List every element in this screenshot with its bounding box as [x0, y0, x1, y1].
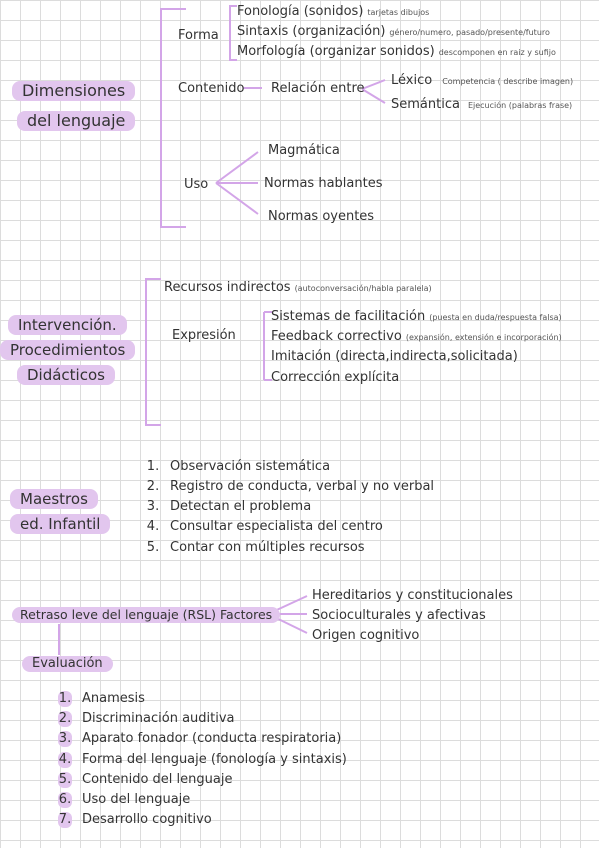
list-number: 3. [58, 731, 72, 747]
evaluacion-list-item: 5. Contenido del lenguaje [58, 772, 232, 788]
list-number: 2. [146, 479, 160, 494]
list-number: 2. [58, 711, 72, 727]
list-number: 5. [58, 772, 72, 788]
sintaxis-item: Sintaxis (organización)género/numero, pa… [237, 24, 550, 41]
maestros-list-item: 4. Consultar especialista del centro [146, 519, 383, 535]
uso-label: Uso [184, 177, 209, 192]
contenido-label: Contenido [178, 81, 245, 96]
morfologia-text: Morfología (organizar sonidos) [237, 44, 435, 59]
fonologia-item: Fonología (sonidos)tarjetas dibujos [237, 4, 429, 21]
maestros-list-item: 5. Contar con múltiples recursos [146, 540, 365, 556]
relacion-label: Relación entre [271, 81, 365, 96]
evaluacion-list-item: 7. Desarrollo cognitivo [58, 812, 212, 828]
relacion-connector [361, 79, 386, 104]
lexico-item: Léxico Competencia ( describe imagen) [391, 73, 573, 90]
list-text: Consultar especialista del centro [170, 519, 383, 534]
fonologia-text: Fonología (sonidos) [237, 4, 364, 19]
sintaxis-text: Sintaxis (organización) [237, 24, 386, 39]
sistemas-note: (puesta en duda/respuesta falsa) [429, 313, 562, 322]
lexico-text: Léxico [391, 73, 433, 88]
sistemas-item: Sistemas de facilitación(puesta en duda/… [271, 309, 562, 326]
list-number: 4. [146, 519, 160, 534]
maestros-title-line2: ed. Infantil [10, 514, 111, 534]
recursos-text: Recursos indirectos [164, 280, 291, 295]
list-text: Contenido del lenguaje [82, 772, 233, 787]
evaluacion-list-item: 1. Anamesis [58, 691, 145, 707]
lexico-note: Competencia ( describe imagen) [442, 77, 574, 86]
imitacion-item: Imitación (directa,indirecta,solicitada) [271, 349, 518, 364]
expresion-bracket [263, 311, 272, 381]
magmatica-item: Magmática [268, 143, 340, 158]
dimensiones-title-line1: Dimensiones [12, 81, 136, 101]
forma-label: Forma [178, 28, 219, 43]
correccion-item: Corrección explícita [271, 370, 400, 385]
maestros-list-item: 2. Registro de conducta, verbal y no verb… [146, 479, 434, 495]
evaluacion-list-item: 6. Uso del lenguaje [58, 792, 190, 808]
uso-connector [215, 151, 259, 215]
list-number: 6. [58, 792, 72, 808]
list-text: Desarrollo cognitivo [82, 812, 212, 827]
sistemas-text: Sistemas de facilitación [271, 309, 426, 324]
forma-bracket [229, 5, 237, 61]
list-text: Observación sistemática [170, 459, 331, 474]
intervencion-title-line2: Procedimientos [0, 340, 136, 360]
normas-hablantes-item: Normas hablantes [264, 176, 383, 191]
factor-socioculturales: Socioculturales y afectivas [312, 608, 486, 623]
list-number: 1. [58, 691, 72, 707]
maestros-list-item: 3. Detectan el problema [146, 499, 311, 515]
semantica-text: Semántica [391, 97, 460, 112]
dimensiones-bracket [160, 8, 186, 228]
fonologia-note: tarjetas dibujos [367, 8, 430, 17]
feedback-text: Feedback correctivo [271, 329, 402, 344]
maestros-title-line1: Maestros [10, 489, 98, 509]
list-text: Discriminación auditiva [82, 711, 235, 726]
sintaxis-note: género/numero, pasado/presente/futuro [389, 28, 550, 37]
semantica-item: Semántica Ejecución (palabras frase) [391, 97, 572, 114]
list-text: Uso del lenguaje [82, 792, 191, 807]
evaluacion-list-item: 2. Discriminación auditiva [58, 711, 235, 727]
evaluacion-list-item: 3. Aparato fonador (conducta respiratoria… [58, 731, 341, 747]
factor-hereditarios: Hereditarios y constitucionales [312, 588, 513, 603]
dimensiones-title-line2: del lenguaje [17, 111, 136, 131]
feedback-item: Feedback correctivo(expansión, extensión… [271, 329, 562, 346]
factor-cognitivo: Origen cognitivo [312, 628, 420, 643]
recursos-item: Recursos indirectos(autoconversación/hab… [164, 280, 432, 297]
morfologia-note: descomponen en raiz y sufijo [438, 48, 556, 57]
list-text: Forma del lenguaje (fonología y sintaxis… [82, 752, 347, 767]
list-number: 5. [146, 540, 160, 555]
intervencion-bracket [145, 278, 161, 426]
expresion-label: Expresión [172, 328, 236, 343]
list-text: Registro de conducta, verbal y no verbal [170, 479, 435, 494]
normas-oyentes-item: Normas oyentes [268, 209, 375, 224]
list-number: 7. [58, 812, 72, 828]
list-number: 1. [146, 459, 160, 474]
list-text: Anamesis [82, 691, 145, 706]
morfologia-item: Morfología (organizar sonidos)descompone… [237, 44, 556, 61]
list-number: 3. [146, 499, 160, 514]
evaluacion-list-item: 4. Forma del lenguaje (fonología y sintax… [58, 752, 347, 768]
feedback-note: (expansión, extensión e incorporación) [405, 333, 562, 342]
maestros-list-item: 1. Observación sistemática [146, 459, 330, 475]
list-text: Contar con múltiples recursos [170, 540, 365, 555]
list-number: 4. [58, 752, 72, 768]
list-text: Detectan el problema [170, 499, 312, 514]
intervencion-title-line3: Didácticos [17, 365, 115, 385]
evaluacion-label: Evaluación [22, 656, 113, 672]
recursos-note: (autoconversación/habla paralela) [294, 284, 432, 293]
semantica-note: Ejecución (palabras frase) [467, 101, 573, 110]
list-text: Aparato fonador (conducta respiratoria) [82, 731, 342, 746]
intervencion-title-line1: Intervención. [8, 315, 127, 335]
rsl-title: Retraso leve del lenguaje (RSL) Factores [12, 607, 281, 623]
